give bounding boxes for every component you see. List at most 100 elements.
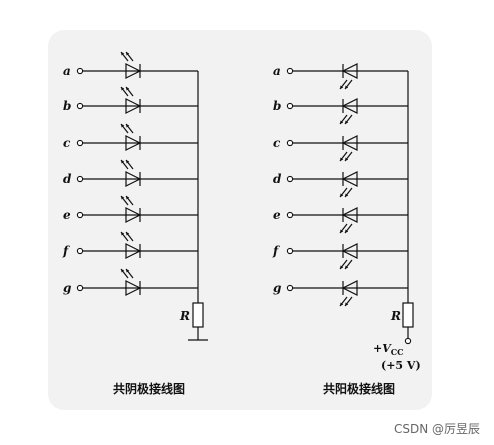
resistor-label: R	[179, 309, 190, 323]
pin-terminal	[286, 284, 294, 292]
pin-label: d	[273, 172, 282, 186]
pin-label: b	[63, 99, 71, 113]
light-arrow	[125, 51, 134, 62]
led-symbol	[120, 231, 142, 259]
pin-terminal	[286, 175, 294, 183]
led-symbol	[120, 268, 142, 296]
segment-row-e: e	[63, 195, 198, 223]
pin-label: a	[273, 64, 281, 78]
segment-row-c: c	[273, 135, 408, 162]
diode-triangle	[125, 207, 142, 223]
light-arrow	[125, 159, 134, 170]
led-symbol	[339, 207, 358, 234]
diode-triangle	[341, 280, 358, 296]
led-symbol	[339, 98, 358, 125]
light-arrow	[120, 268, 129, 279]
led-symbol	[339, 171, 358, 198]
light-arrow	[125, 268, 134, 279]
light-arrow	[339, 114, 348, 125]
diode-triangle	[341, 98, 358, 114]
pin-terminal	[76, 102, 84, 110]
pin-label: g	[63, 281, 71, 295]
segment-row-e: e	[273, 207, 408, 234]
pin-label: f	[62, 244, 70, 258]
common-cathode-circuit: a b c d e f gR	[62, 51, 208, 341]
resistor	[192, 302, 204, 328]
pin-terminal	[76, 247, 84, 255]
light-arrow	[339, 296, 348, 307]
light-arrow	[125, 195, 134, 206]
resistor-label: R	[390, 309, 401, 323]
led-symbol	[339, 63, 358, 90]
light-arrow	[339, 223, 348, 234]
led-symbol	[339, 280, 358, 307]
pin-label: c	[273, 136, 281, 150]
light-arrow	[344, 223, 353, 234]
pin-label: e	[63, 208, 71, 222]
diode-triangle	[125, 171, 142, 187]
segment-row-f: f	[62, 231, 198, 259]
supply-terminal	[404, 337, 412, 345]
pin-terminal	[76, 284, 84, 292]
light-arrow	[125, 231, 134, 242]
light-arrow	[344, 187, 353, 198]
diode-triangle	[341, 243, 358, 259]
pin-terminal	[286, 102, 294, 110]
segment-row-c: c	[63, 123, 198, 151]
pin-label: c	[63, 136, 71, 150]
segment-row-a: a	[273, 63, 408, 90]
diagram-panel	[48, 30, 432, 410]
diode-triangle	[341, 171, 358, 187]
pin-terminal	[286, 139, 294, 147]
light-arrow	[120, 123, 129, 134]
led-symbol	[120, 123, 142, 151]
watermark: CSDN @厉昱辰	[393, 422, 480, 436]
pin-terminal	[76, 175, 84, 183]
light-arrow	[344, 114, 353, 125]
diode-triangle	[125, 243, 142, 259]
led-symbol	[339, 135, 358, 162]
light-arrow	[339, 151, 348, 162]
light-arrow	[125, 123, 134, 134]
pin-terminal	[76, 139, 84, 147]
pin-terminal	[76, 67, 84, 75]
light-arrow	[120, 195, 129, 206]
led-symbol	[120, 86, 142, 114]
light-arrow	[344, 79, 353, 90]
common-anode-caption: 共阳极接线图	[323, 382, 396, 396]
diode-triangle	[341, 135, 358, 151]
resistor	[402, 302, 414, 328]
segment-row-f: f	[272, 243, 408, 270]
pin-label: f	[272, 244, 280, 258]
light-arrow	[339, 187, 348, 198]
led-symbol	[339, 243, 358, 270]
supply-label: +VCC	[373, 342, 404, 357]
pin-label: b	[273, 99, 281, 113]
light-arrow	[344, 296, 353, 307]
segment-row-b: b	[273, 98, 408, 125]
light-arrow	[120, 159, 129, 170]
led-symbol	[120, 159, 142, 187]
led-symbol	[120, 51, 142, 79]
segment-row-d: d	[273, 171, 408, 198]
pin-terminal	[286, 211, 294, 219]
pin-label: d	[63, 172, 72, 186]
pin-terminal	[76, 211, 84, 219]
common-cathode-caption: 共阴极接线图	[113, 382, 186, 396]
pin-terminal	[286, 247, 294, 255]
pin-label: g	[273, 281, 281, 295]
light-arrow	[339, 79, 348, 90]
diode-triangle	[341, 207, 358, 223]
light-arrow	[339, 259, 348, 270]
pin-label: a	[63, 64, 71, 78]
segment-row-a: a	[63, 51, 198, 79]
diode-triangle	[125, 135, 142, 151]
light-arrow	[344, 259, 353, 270]
light-arrow	[344, 151, 353, 162]
segment-row-g: g	[273, 280, 408, 307]
segment-row-g: g	[63, 268, 198, 296]
diode-triangle	[125, 63, 142, 79]
light-arrow	[120, 86, 129, 97]
